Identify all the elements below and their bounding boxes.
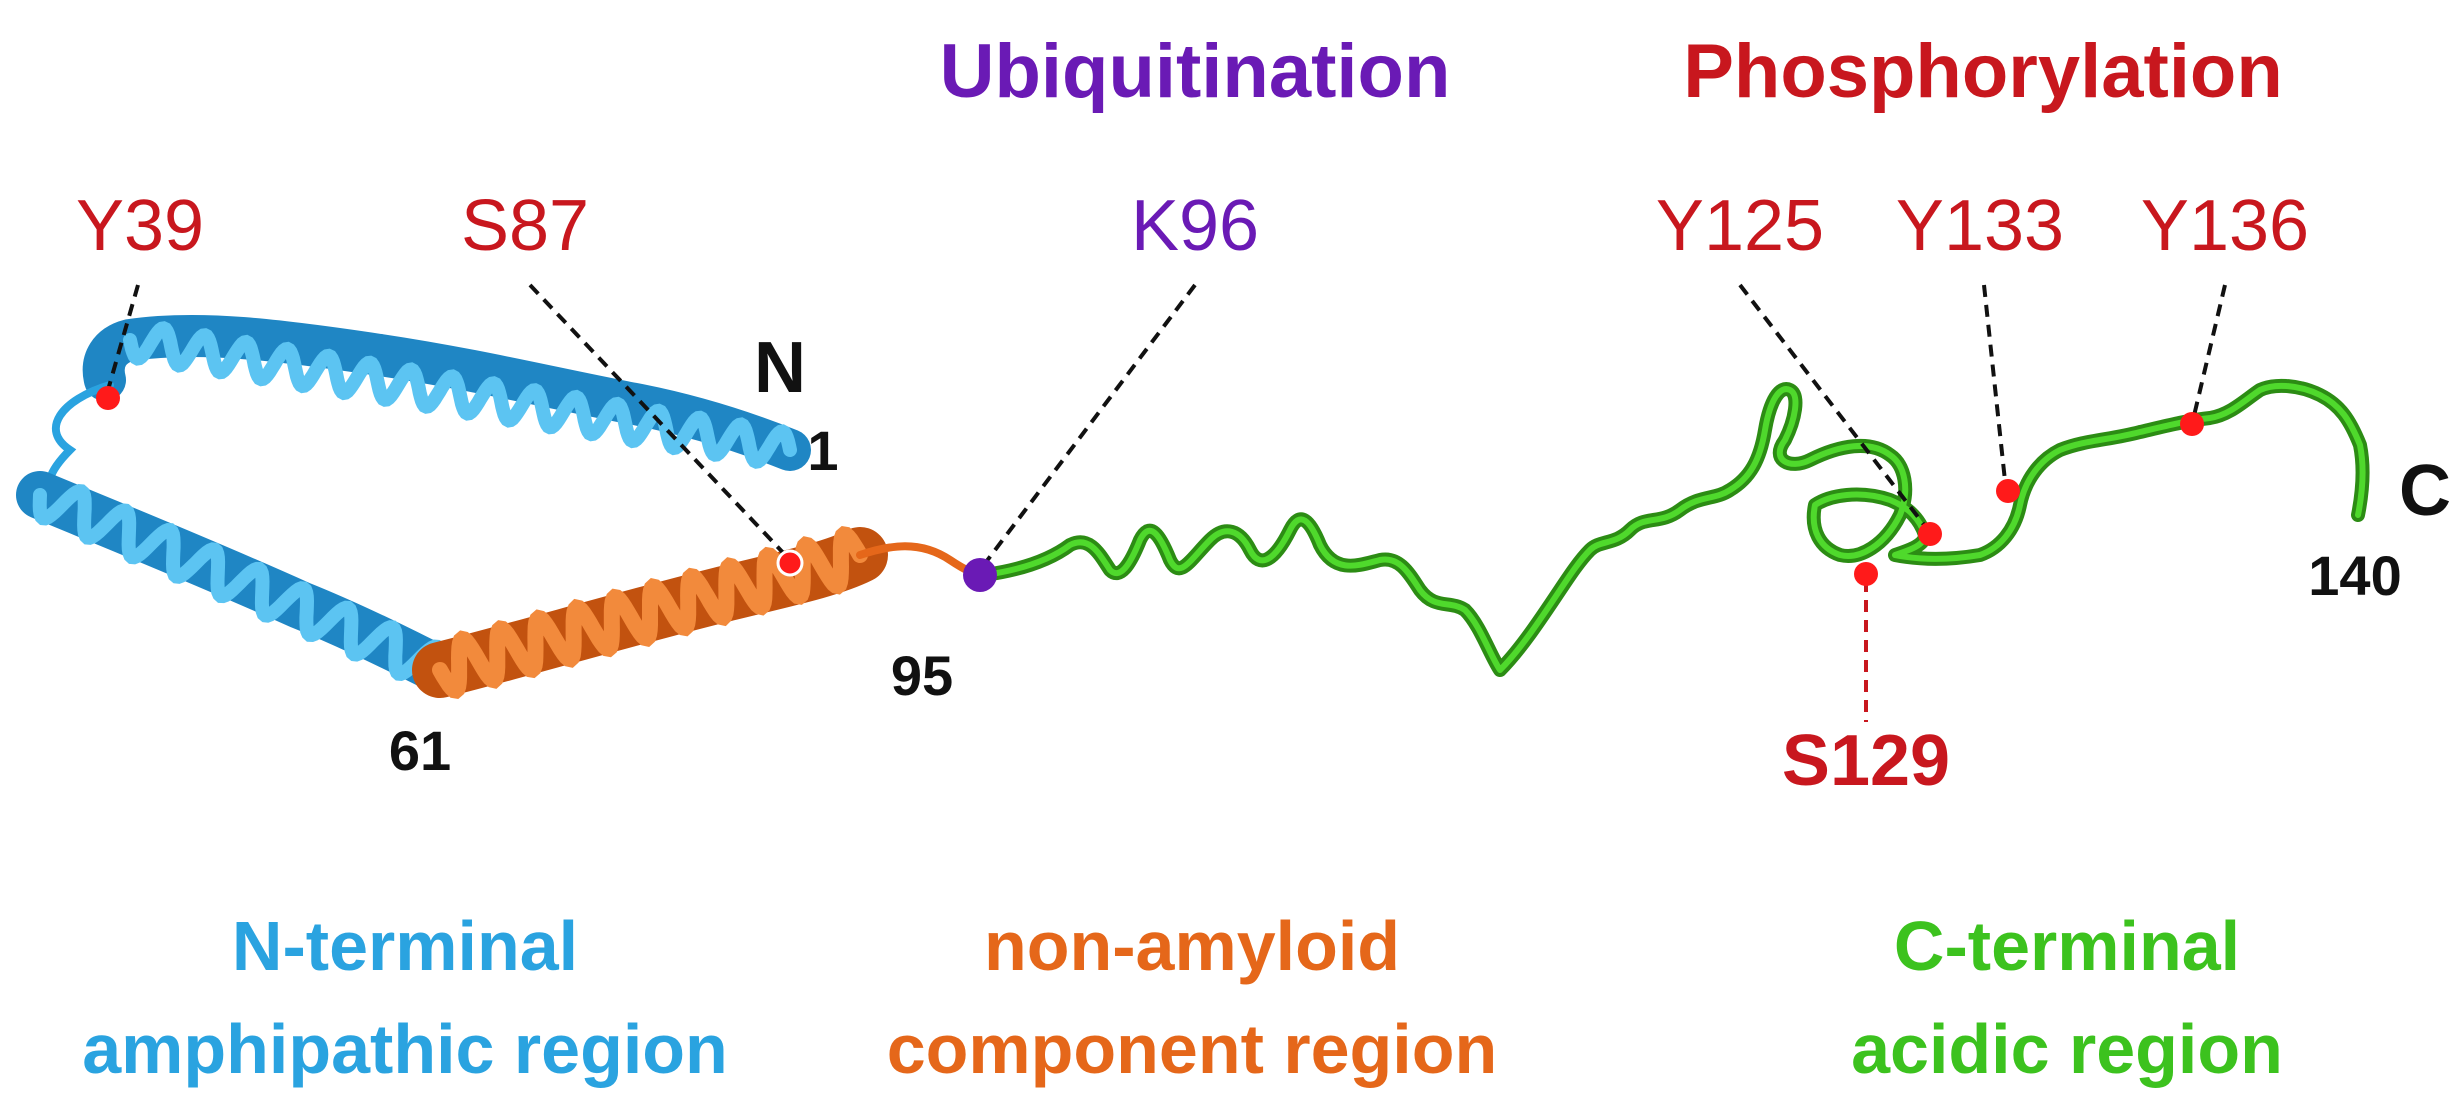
region-nac-line2: component region: [887, 1010, 1498, 1088]
residue-140: 140: [2308, 544, 2401, 607]
leader-lines: [106, 283, 2227, 722]
site-label-y136: Y136: [2141, 186, 2309, 266]
n-terminal-helix-upper: [82, 315, 811, 471]
marker-y39: [96, 386, 120, 410]
region-n-terminal-line2: amphipathic region: [82, 1010, 728, 1088]
marker-y133: [1996, 479, 2020, 503]
region-c-terminal-line1: C-terminal: [1894, 907, 2240, 985]
leader-y125: [1738, 283, 1930, 532]
marker-y136: [2180, 412, 2204, 436]
site-label-k96: K96: [1131, 186, 1259, 266]
leader-k96: [978, 283, 1197, 572]
header-phosphorylation: Phosphorylation: [1683, 29, 2283, 114]
marker-y125: [1918, 522, 1942, 546]
terminus-c: C: [2399, 451, 2451, 531]
residue-95: 95: [891, 644, 953, 707]
leader-s87: [528, 283, 792, 562]
residue-1: 1: [807, 419, 838, 482]
site-label-y133: Y133: [1896, 186, 2064, 266]
markers: [96, 386, 2204, 592]
n-terminal-helix-lower: [16, 471, 464, 694]
marker-k96: [963, 558, 997, 592]
header-ubiquitination: Ubiquitination: [940, 29, 1451, 114]
leader-y136: [2191, 284, 2227, 421]
residue-61: 61: [389, 719, 451, 782]
c-terminal-coil: [978, 378, 2370, 677]
region-c-terminal-line2: acidic region: [1851, 1010, 2283, 1088]
marker-s129: [1854, 562, 1878, 586]
site-label-y39: Y39: [76, 186, 204, 266]
region-n-terminal-line1: N-terminal: [232, 907, 578, 985]
terminus-n: N: [754, 328, 806, 408]
marker-s87: [776, 549, 804, 577]
region-nac-line1: non-amyloid: [984, 907, 1400, 985]
site-label-s129: S129: [1782, 721, 1950, 801]
leader-y39: [106, 284, 140, 391]
site-label-y125: Y125: [1656, 186, 1824, 266]
site-label-s87: S87: [461, 186, 589, 266]
leader-y133: [1982, 284, 2008, 491]
